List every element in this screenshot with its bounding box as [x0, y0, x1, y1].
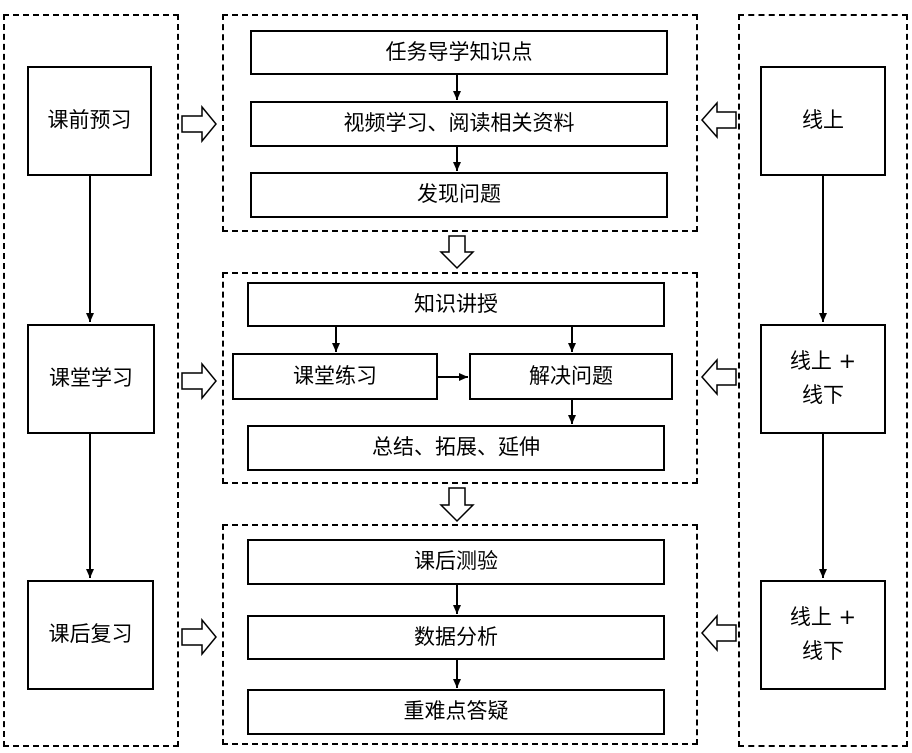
in-class-group [222, 272, 698, 484]
hollow-arrow-left-in [181, 361, 217, 401]
stage-in-class-label: 课堂学习 [49, 366, 133, 391]
pre-step-task-guide-label: 任务导学知识点 [385, 39, 533, 64]
hollow-arrow-left-post [181, 617, 217, 657]
mode-blended-post-class-label: 线上 + 线下 [789, 605, 857, 663]
pre-step-find-problems-label: 发现问题 [417, 182, 501, 207]
hollow-arrow-in-to-post [439, 487, 475, 523]
hollow-arrow-right-post [700, 614, 737, 652]
pre-step-task-guide: 任务导学知识点 [250, 30, 668, 75]
pre-step-video-reading-label: 视频学习、阅读相关资料 [343, 111, 575, 136]
in-step-solve-problems-label: 解决问题 [529, 363, 613, 388]
post-step-qa-label: 重难点答疑 [403, 699, 509, 724]
in-step-lecture-label: 知识讲授 [414, 291, 498, 316]
mode-blended-in-class: 线上 + 线下 [760, 324, 886, 434]
post-class-group [222, 524, 698, 745]
in-step-practice: 课堂练习 [232, 353, 438, 400]
mode-blended-post-class: 线上 + 线下 [760, 580, 886, 690]
post-step-qa: 重难点答疑 [247, 689, 665, 735]
mode-blended-in-class-label: 线上 + 线下 [789, 349, 857, 407]
post-step-data-analysis-label: 数据分析 [414, 624, 498, 649]
stage-pre-class-label: 课前预习 [47, 108, 132, 133]
in-step-lecture: 知识讲授 [247, 282, 665, 327]
pre-class-group [222, 14, 698, 232]
stage-post-class-label: 课后复习 [48, 622, 133, 647]
in-step-practice-label: 课堂练习 [293, 363, 377, 388]
post-step-quiz: 课后测验 [247, 539, 665, 585]
hollow-arrow-right-in [700, 358, 737, 396]
stage-in-class: 课堂学习 [27, 324, 155, 434]
hollow-arrow-pre-to-in [439, 235, 475, 270]
post-step-data-analysis: 数据分析 [247, 615, 665, 660]
in-step-summary-label: 总结、拓展、延伸 [372, 435, 540, 460]
pre-step-find-problems: 发现问题 [250, 172, 668, 218]
stage-pre-class: 课前预习 [27, 66, 152, 176]
post-step-quiz-label: 课后测验 [414, 549, 498, 574]
left-stage-column [3, 14, 179, 747]
pre-step-video-reading: 视频学习、阅读相关资料 [250, 101, 668, 147]
hollow-arrow-right-pre [700, 101, 737, 139]
in-step-solve-problems: 解决问题 [469, 353, 673, 400]
right-mode-column [738, 14, 908, 747]
mode-online: 线上 [760, 66, 886, 176]
in-step-summary: 总结、拓展、延伸 [247, 425, 665, 471]
hollow-arrow-left-pre [181, 104, 217, 144]
stage-post-class: 课后复习 [27, 580, 154, 690]
mode-online-label: 线上 [802, 108, 844, 133]
